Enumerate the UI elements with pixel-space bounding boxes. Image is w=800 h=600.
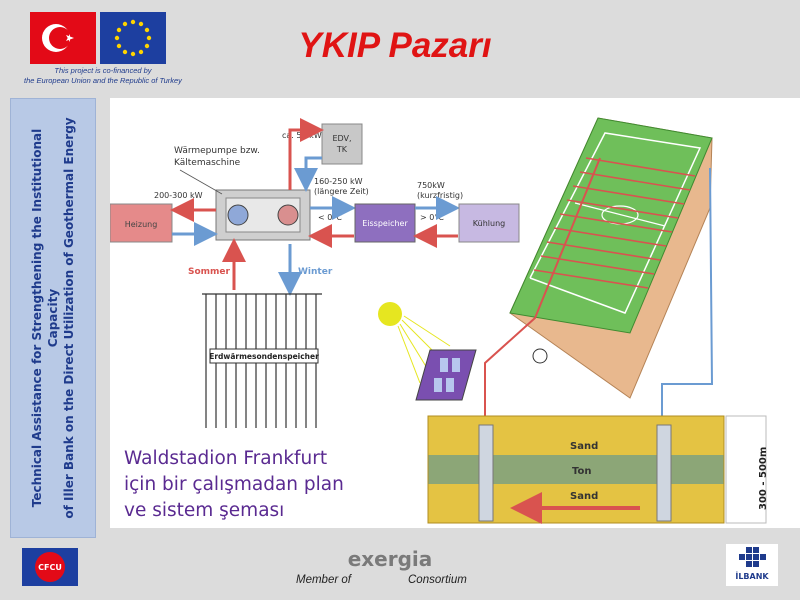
heatpump-label-2: Kältemaschine [174, 158, 241, 168]
sidebar-panel: Technical Assistance for Strengthening t… [10, 98, 96, 538]
eisspeicher-label: Eisspeicher [362, 219, 408, 228]
kuehlung-box [458, 203, 520, 243]
stadium-pitch [509, 117, 713, 399]
heizung-label: Heizung [125, 220, 158, 229]
edv-label-1: EDV, [332, 134, 351, 143]
ca50-label: ca. 50 kW [282, 131, 322, 140]
slide-title: YKIP Pazarı [298, 26, 492, 65]
exergia-text: exergia [348, 547, 433, 571]
heatpump-label-1: Wärmepumpe bzw. [174, 146, 260, 156]
power-ice-2: (längere Zeit) [314, 187, 369, 196]
heizung-box [110, 203, 173, 243]
power-heating: 200-300 kW [154, 191, 203, 200]
cofinance-note: This project is co-financed by the Europ… [8, 66, 198, 86]
caption-line-1: Waldstadion Frankfurt [124, 448, 328, 469]
eu-flag [100, 12, 166, 64]
power-ice-1: 160-250 kW [314, 177, 363, 186]
depth-label: 300 - 500m [758, 447, 769, 510]
sidebar-line-1: Technical Assistance for Strengthening t… [30, 128, 60, 508]
winter-label: Winter [298, 267, 333, 277]
erdwaerme-label: Erdwärmesondenspeicher [209, 352, 319, 361]
cfcu-logo: CFCU [22, 548, 78, 586]
power-cool-2: (kurzfristig) [417, 191, 463, 200]
edv-label-2: TK [336, 145, 348, 154]
eu-turkey-flags-logo [30, 12, 166, 64]
sand-bottom-label: Sand [570, 491, 598, 502]
solar-panel-icon [415, 349, 477, 401]
ton-label: Ton [572, 466, 591, 477]
gt0-label: > 0°C [420, 213, 444, 222]
borehole-hot [478, 424, 494, 522]
cofinance-line-2: the European Union and the Republic of T… [24, 76, 182, 85]
borehole-cold [656, 424, 672, 522]
sidebar-text: Technical Assistance for Strengthening t… [29, 103, 77, 533]
edv-box [321, 123, 363, 165]
consortium-text: Consortium [408, 574, 467, 586]
exergia-logo: exergia [348, 547, 433, 571]
caption: Waldstadion Frankfurt için bir çalışmada… [124, 446, 384, 524]
power-cool-1: 750kW [417, 181, 445, 190]
sun-icon [378, 302, 402, 326]
sidebar-line-2: of Iller Bank on the Direct Utilization … [62, 117, 76, 519]
cfcu-text: CFCU [38, 563, 62, 572]
eisspeicher-box [354, 203, 416, 243]
caption-line-2: için bir çalışmadan plan [124, 474, 344, 495]
erdwaerme-box [209, 348, 319, 364]
kuehlung-label: Kühlung [473, 219, 505, 228]
lt0-label: < 0°C [318, 213, 342, 222]
member-of-text: Member of [296, 574, 351, 586]
cofinance-line-1: This project is co-financed by [54, 66, 152, 75]
pump-icon [532, 348, 548, 364]
ilbank-logo: İLBANK [726, 544, 778, 586]
ground-layers [427, 415, 725, 524]
ilbank-text: İLBANK [735, 571, 769, 581]
system-diagram: Wärmepumpe bzw. Kältemaschine Heizung 20… [110, 98, 800, 528]
sand-top-label: Sand [570, 441, 598, 452]
sommer-label: Sommer [188, 267, 231, 277]
caption-line-3: ve sistem şeması [124, 500, 285, 521]
